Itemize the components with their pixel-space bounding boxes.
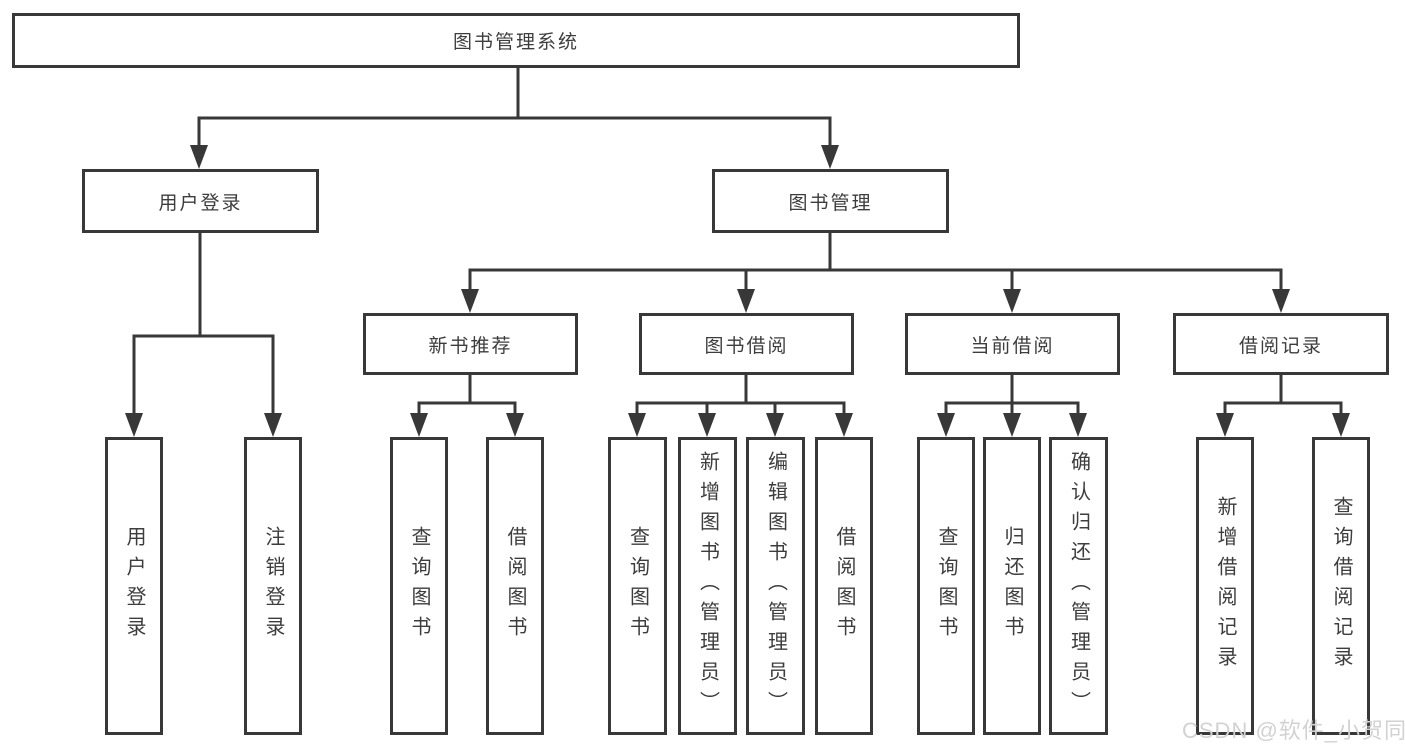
leaf-borrow-books-recommend: 借阅图书 [486, 437, 544, 735]
node-label: 新增图书（管理员） [696, 451, 719, 721]
node-label: 新书推荐 [428, 335, 513, 357]
node-label: 确认归还（管理员） [1067, 451, 1090, 721]
node-label: 编辑图书（管理员） [764, 451, 787, 721]
node-label: 当前借阅 [970, 335, 1055, 357]
node-label: 用户登录 [123, 526, 145, 646]
leaf-query-books-borrowing: 查询图书 [608, 437, 667, 735]
branch-book-borrowing-to-leaves [628, 375, 853, 437]
leaf-logout-login: 注销登录 [244, 437, 302, 735]
leaf-confirm-return-admin: 确认归还（管理员） [1049, 437, 1108, 735]
branch-book-management-to-level3 [461, 233, 1290, 313]
node-label: 查询图书 [935, 526, 957, 646]
node-current-borrowing: 当前借阅 [905, 313, 1120, 375]
leaf-query-books-current: 查询图书 [917, 437, 975, 735]
branch-new-book-recommend-to-leaves [410, 375, 524, 437]
node-label: 借阅图书 [833, 526, 855, 646]
csdn-watermark: CSDN @软件_小贺同学 [1182, 718, 1405, 743]
leaf-borrow-books: 借阅图书 [815, 437, 873, 735]
node-label: 图书借阅 [704, 335, 789, 357]
branch-root-to-level2 [190, 68, 839, 169]
node-label: 图书管理系统 [452, 32, 579, 53]
leaf-add-borrow-record: 新增借阅记录 [1196, 437, 1254, 735]
node-label: 图书管理 [788, 192, 873, 214]
leaf-query-books-recommend: 查询图书 [390, 437, 448, 735]
node-book-borrowing: 图书借阅 [639, 313, 854, 375]
leaf-user-login: 用户登录 [105, 437, 163, 735]
branch-borrowing-records-to-leaves [1216, 375, 1350, 437]
node-user-login: 用户登录 [82, 169, 319, 233]
leaf-return-books: 归还图书 [983, 437, 1041, 735]
node-label: 查询图书 [626, 526, 649, 646]
branch-current-borrowing-to-leaves [937, 375, 1087, 437]
node-new-book-recommend: 新书推荐 [363, 313, 578, 375]
node-book-management: 图书管理 [712, 169, 949, 233]
node-label: 注销登录 [262, 526, 284, 646]
node-library-system: 图书管理系统 [12, 13, 1020, 68]
branch-user-login-to-leaves [125, 233, 282, 437]
leaf-add-book-admin: 新增图书（管理员） [678, 437, 737, 735]
node-label: 归还图书 [1001, 526, 1023, 646]
node-label: 新增借阅记录 [1214, 496, 1236, 676]
node-label: 用户登录 [158, 192, 243, 214]
node-borrowing-records: 借阅记录 [1173, 313, 1389, 375]
node-label: 借阅图书 [504, 526, 526, 646]
leaf-query-borrow-record: 查询借阅记录 [1312, 437, 1370, 735]
node-label: 查询借阅记录 [1330, 496, 1352, 676]
node-label: 查询图书 [408, 526, 430, 646]
leaf-edit-book-admin: 编辑图书（管理员） [746, 437, 805, 735]
node-label: 借阅记录 [1238, 335, 1323, 357]
